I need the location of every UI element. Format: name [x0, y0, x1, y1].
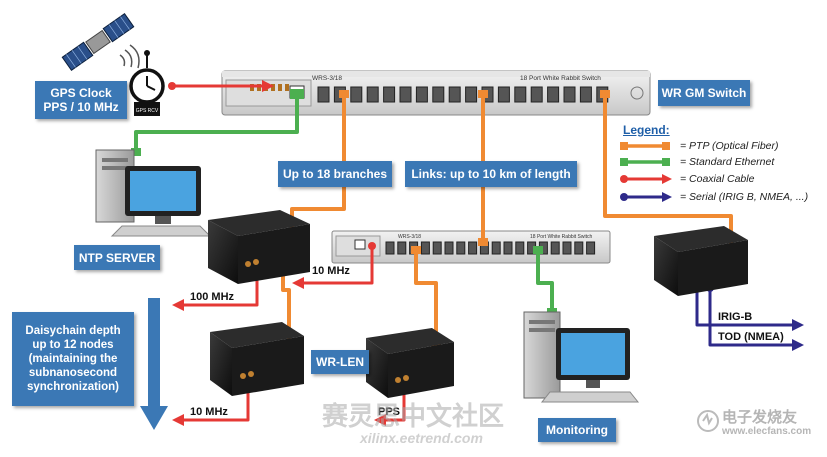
switch-main-name: 18 Port White Rabbit Switch [520, 75, 601, 82]
ethernet-to-monitoring [536, 252, 554, 312]
sfp-port[interactable] [514, 86, 527, 103]
legend-item-ethernet: = Standard Ethernet [680, 156, 775, 168]
sfp-port[interactable] [515, 241, 525, 255]
watermark-brand-url: www.elecfans.com [722, 426, 812, 437]
signal-10mhz-bottom: 10 MHz [190, 406, 228, 418]
sfp-port[interactable] [550, 241, 560, 255]
fiber-second-switch-to-pps-node [414, 252, 438, 348]
arrow-tod-nmea [792, 339, 804, 351]
gps-clock-label: GPS Clock PPS / 10 MHz [35, 81, 127, 119]
legend-item-ptp: = PTP (Optical Fiber) [680, 140, 779, 152]
wr-len-node-right[interactable] [654, 226, 748, 296]
sfp-port[interactable] [586, 241, 596, 255]
signal-tod-nmea: TOD (NMEA) [718, 331, 784, 343]
arrow-irig-b [792, 319, 804, 331]
sfp-port[interactable] [497, 86, 510, 103]
coax-10mhz-bottom [184, 380, 250, 422]
elecfans-logo-icon [697, 410, 719, 432]
arrow-100mhz [172, 299, 184, 311]
satellite-icon [61, 12, 135, 72]
coax-10mhz-top [304, 244, 374, 285]
sfp-port[interactable] [579, 86, 592, 103]
serial-irig-b [695, 288, 792, 327]
sfp-port[interactable] [491, 241, 501, 255]
serial-tod-nmea [708, 288, 792, 347]
legend-item-coax: = Coaxial Cable [680, 173, 755, 185]
watermark-url: xilinx.eetrend.com [360, 430, 483, 446]
sfp-port[interactable] [547, 86, 560, 103]
sfp-port[interactable] [397, 241, 407, 255]
sfp-port[interactable] [468, 241, 478, 255]
sfp-port[interactable] [465, 86, 478, 103]
branches-label: Up to 18 branches [278, 161, 392, 187]
sfp-port[interactable] [530, 86, 543, 103]
sfp-port[interactable] [366, 86, 379, 103]
daisychain-label: Daisychain depth up to 12 nodes (maintai… [12, 312, 134, 406]
signal-irig-b: IRIG-B [718, 311, 753, 323]
ntp-server-computer[interactable] [95, 149, 212, 237]
ntp-server-label: NTP SERVER [74, 245, 160, 270]
sfp-port[interactable] [383, 86, 396, 103]
sfp-port[interactable] [456, 241, 466, 255]
signal-waves-icon [119, 44, 140, 69]
signal-100mhz: 100 MHz [190, 291, 235, 303]
watermark-cn: 赛灵思中文社区 [322, 401, 505, 431]
sfp-port[interactable] [317, 86, 330, 103]
daisychain-arrow-icon [140, 298, 168, 430]
sfp-port[interactable] [448, 86, 461, 103]
switch-main-model: WRS-3/18 [312, 75, 342, 82]
sfp-port[interactable] [415, 86, 428, 103]
ethernet-switch-to-ntp [134, 98, 299, 152]
wr-len-label: WR-LEN [311, 350, 369, 374]
arrow-pps [374, 414, 386, 426]
sfp-port[interactable] [350, 86, 363, 103]
monitoring-computer[interactable] [523, 311, 640, 403]
arrow-10mhz-bottom [172, 414, 184, 426]
switch-second-model: WRS-3/18 [398, 234, 421, 240]
sfp-port[interactable] [399, 86, 412, 103]
wr-len-node-2[interactable] [210, 322, 304, 396]
sfp-port[interactable] [574, 241, 584, 255]
sfp-port[interactable] [444, 241, 454, 255]
links-label: Links: up to 10 km of length [405, 161, 577, 187]
arrow-10mhz-top [292, 277, 304, 289]
legend-symbols [620, 142, 672, 202]
wr-gm-switch-label: WR GM Switch [658, 80, 750, 106]
sfp-port[interactable] [503, 241, 513, 255]
second-wr-switch[interactable] [331, 230, 611, 264]
wr-len-node-1[interactable] [208, 210, 310, 284]
switch-second-name: 18 Port White Rabbit Switch [530, 234, 592, 240]
sfp-port[interactable] [563, 86, 576, 103]
pps-node[interactable] [366, 328, 454, 398]
sfp-port[interactable] [562, 241, 572, 255]
svg-text:GPS RCV: GPS RCV [136, 108, 159, 114]
sfp-port[interactable] [385, 241, 395, 255]
gps-clock-icon: GPS RCV [129, 50, 165, 116]
sfp-port[interactable] [432, 241, 442, 255]
signal-10mhz-top: 10 MHz [312, 265, 350, 277]
watermark-brand-cn: 电子发烧友 [722, 409, 798, 426]
legend-item-serial: = Serial (IRIG B, NMEA, ...) [680, 191, 809, 203]
arrow-gps-to-switch [262, 80, 274, 92]
signal-pps: PPS [378, 406, 401, 418]
monitoring-label: Monitoring [538, 418, 616, 442]
sfp-port[interactable] [432, 86, 445, 103]
legend-title: Legend: [623, 123, 670, 137]
sfp-port[interactable] [420, 241, 430, 255]
